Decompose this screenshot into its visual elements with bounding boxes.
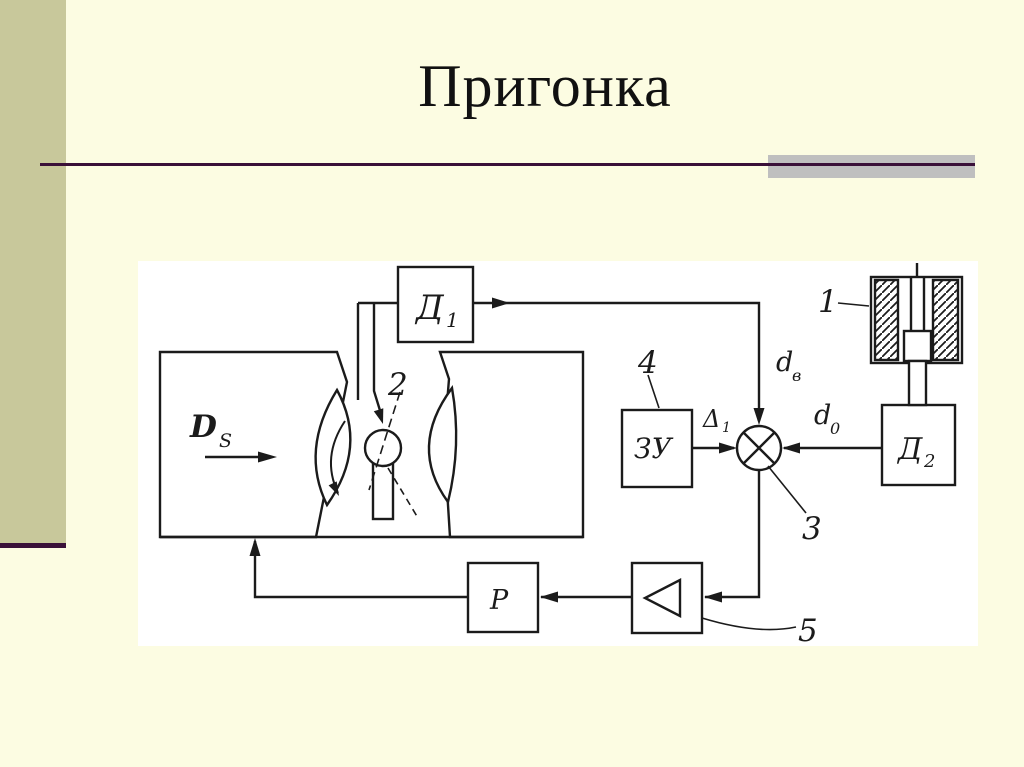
arrowhead-rotation	[328, 481, 339, 496]
workpiece-stem	[371, 459, 395, 521]
leader-4	[647, 374, 660, 409]
block-d2-label: Д	[896, 432, 923, 467]
gauge-pin-step	[902, 329, 933, 363]
page-title: Пригонка	[418, 53, 672, 119]
workpiece-centerline-2	[387, 467, 419, 519]
title-rule	[40, 163, 975, 166]
block-zu	[620, 408, 694, 489]
signal-dv: d	[776, 347, 793, 378]
callout-4: 4	[637, 345, 658, 381]
signal-delta1-sub: 1	[722, 420, 731, 436]
signal-d0-sub: 0	[830, 419, 840, 438]
arrowhead-into-p	[540, 591, 558, 603]
fixture-hatch-left	[873, 278, 900, 362]
callout-2: 2	[387, 367, 408, 403]
signal-d0: d	[814, 400, 831, 431]
fixture-hatch-right	[931, 278, 960, 362]
diagram-panel: Д 1 ЗУ Д 2 Р Δ 1 d в d 0 D S 1 2 3 4 5	[138, 261, 978, 649]
arrowhead-zu-comparator	[719, 442, 737, 454]
sidebar-band	[0, 0, 66, 543]
block-d2	[880, 403, 957, 487]
block-d1-sub: 1	[446, 308, 459, 332]
sidebar-accent-bar	[0, 543, 66, 548]
block-p	[466, 561, 540, 634]
leader-5	[701, 617, 797, 631]
gauge-pin-stem	[907, 359, 928, 407]
signal-dv-sub: в	[792, 366, 801, 385]
callout-1: 1	[818, 284, 838, 320]
arrowhead-d1-line	[492, 297, 510, 309]
right-disc	[427, 385, 458, 505]
block-zu-label: ЗУ	[634, 432, 673, 465]
signal-ds-sub: S	[219, 430, 232, 452]
amplifier-triangle	[642, 578, 682, 618]
block-d1	[396, 265, 475, 344]
gauge-pin-shaft	[909, 277, 926, 331]
arrowhead-ds	[258, 451, 277, 463]
leader-3	[767, 465, 807, 514]
signal-ds: D	[189, 409, 217, 445]
leader-1	[837, 302, 870, 307]
machine-right-table	[438, 350, 585, 539]
comparator-down-link	[705, 470, 761, 599]
arrowheads	[249, 297, 800, 603]
arrowhead-into-amplifier	[704, 591, 722, 603]
block-d1-label: Д	[414, 288, 445, 328]
callout-5: 5	[798, 613, 818, 646]
block-d2-sub: 2	[923, 451, 935, 472]
title-gray-bar	[768, 155, 975, 178]
diagram-labels: Д 1 ЗУ Д 2 Р Δ 1 d в d 0 D S 1 2 3 4 5	[189, 284, 935, 649]
p-to-machine-link	[253, 541, 468, 599]
control-system-diagram: Д 1 ЗУ Д 2 Р Δ 1 d в d 0 D S 1 2 3 4 5	[158, 263, 964, 649]
d1-to-comparator-link	[473, 301, 761, 421]
gauge-channel-right	[372, 303, 384, 418]
callout-3: 3	[802, 511, 822, 547]
block-p-label: Р	[489, 585, 509, 616]
arrowhead-d2-comparator	[782, 442, 800, 454]
workpiece-centerline	[368, 391, 401, 491]
signal-delta1: Δ	[702, 405, 720, 433]
arrowhead-gauge-tip	[373, 408, 384, 424]
arrowhead-into-comparator-top	[753, 408, 765, 425]
comparator-cross	[743, 432, 775, 464]
arrowhead-into-machine	[249, 538, 261, 556]
